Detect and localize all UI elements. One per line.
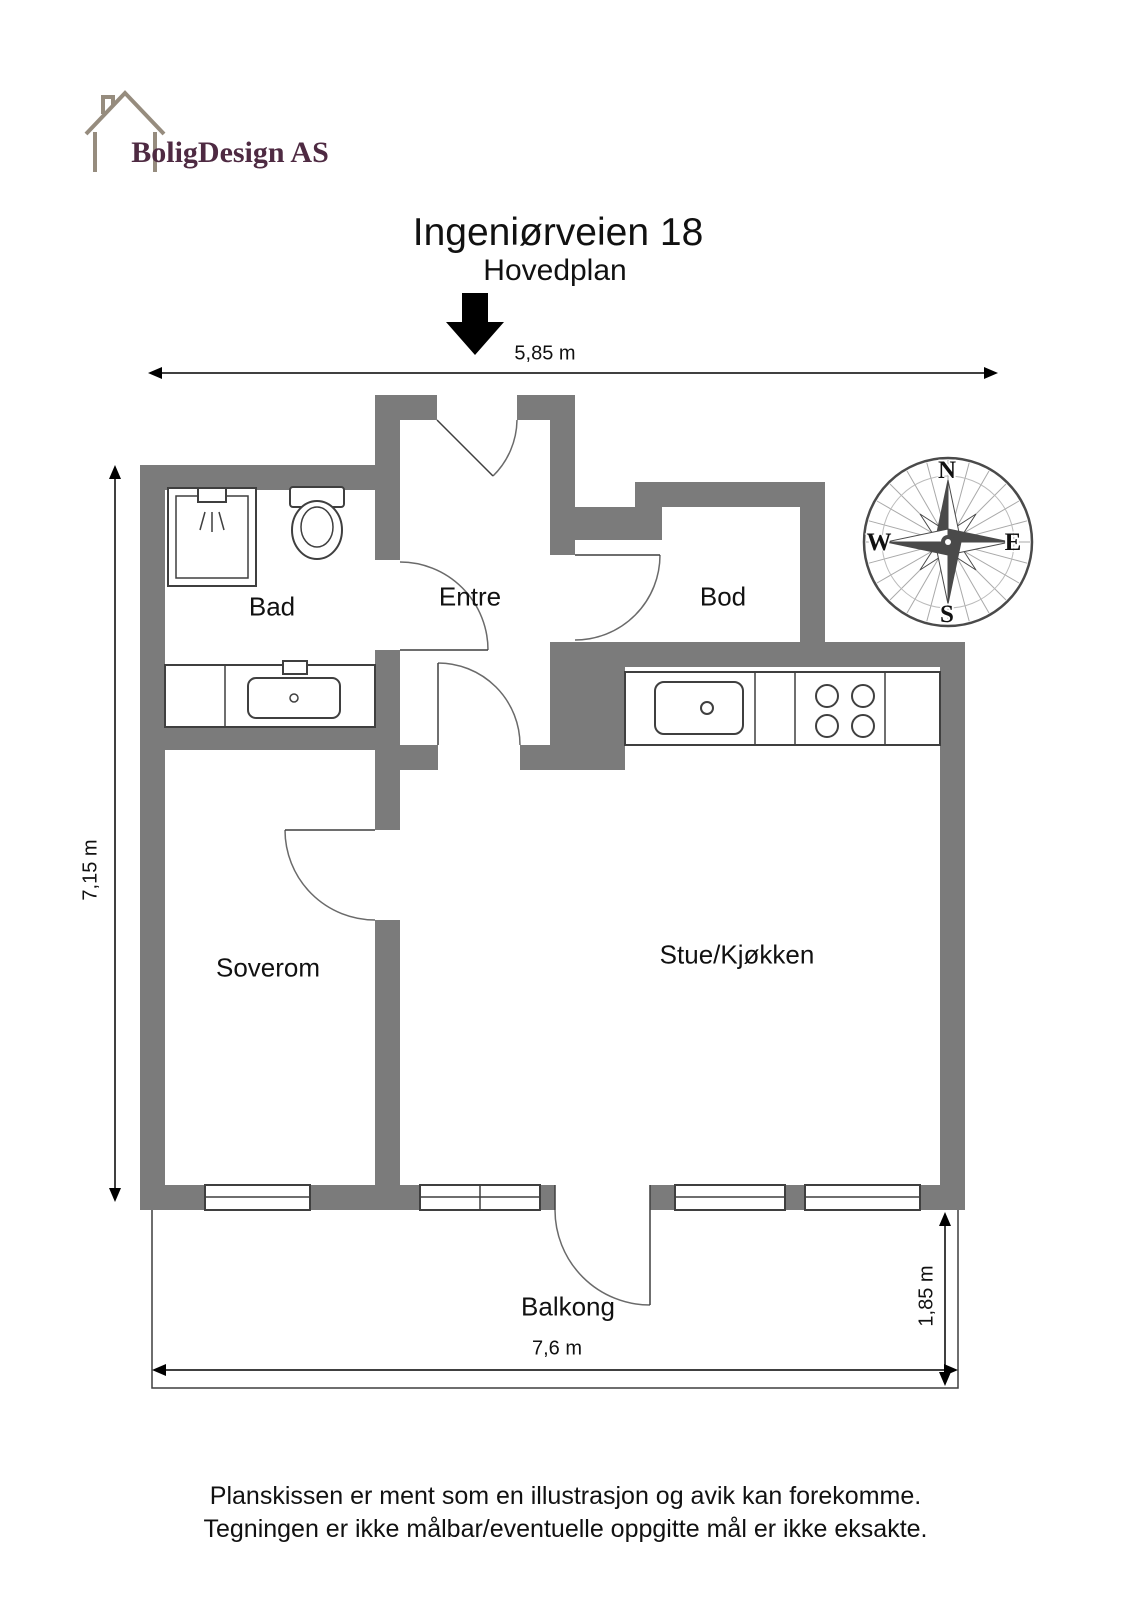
compass-west-label: W (866, 529, 892, 556)
bathroom-counter (164, 660, 376, 728)
room-label-stue: Stue/Kjøkken (659, 939, 815, 970)
dimension-arrow-left (109, 465, 121, 1202)
bod-door (574, 554, 661, 641)
soverom-door (284, 829, 376, 921)
disclaimer-line2: Tegningen er ikke målbar/eventuelle oppg… (203, 1515, 928, 1543)
window-stue-right (804, 1184, 921, 1211)
dimension-arrow-balcony (939, 1212, 951, 1386)
compass-north-label: N (937, 457, 957, 484)
room-label-soverom: Soverom (215, 952, 321, 983)
dimension-label-left: 7,15 m (79, 839, 102, 901)
windows (204, 1184, 921, 1211)
logo-house-icon (84, 90, 166, 172)
compass-south-label: S (940, 601, 954, 628)
room-label-bad: Bad (248, 591, 296, 622)
compass-rose-icon (862, 456, 1034, 628)
balcony-outline (151, 1210, 959, 1389)
toilet-icon (289, 486, 345, 560)
entrance-pointer-arrow (446, 293, 504, 355)
balcony-door (554, 1209, 651, 1306)
kitchen-sink-icon (654, 681, 744, 735)
bathroom-door (399, 561, 489, 651)
entre-stue-door (437, 662, 521, 746)
window-stue-mid (674, 1184, 786, 1211)
dimension-label-balcony-width: 7,6 m (531, 1337, 583, 1360)
disclaimer-line1: Planskissen er ment som en illustrasjon … (209, 1482, 922, 1510)
window-stue-left (419, 1184, 541, 1211)
plan-title: Ingeniørveien 18 (412, 211, 704, 254)
dimension-arrow-top (148, 367, 998, 379)
window-soverom (204, 1184, 311, 1211)
entrance-door (436, 419, 518, 477)
room-label-entre: Entre (438, 581, 502, 612)
room-label-bod: Bod (699, 581, 747, 612)
kitchen-counter (624, 671, 941, 746)
company-name: BoligDesign AS (131, 136, 329, 169)
dimension-arrow-bottom (152, 1364, 958, 1376)
plan-subtitle: Hovedplan (483, 254, 627, 287)
compass-east-label: E (1004, 529, 1022, 556)
stove-icon (815, 684, 875, 738)
dimension-label-balcony-depth: 1,85 m (915, 1265, 938, 1327)
room-label-balkong: Balkong (521, 1291, 615, 1322)
shower-icon (167, 487, 257, 587)
dimension-label-top: 5,85 m (514, 342, 576, 365)
walls (140, 395, 965, 1210)
balcony-door-opening (554, 1184, 651, 1211)
